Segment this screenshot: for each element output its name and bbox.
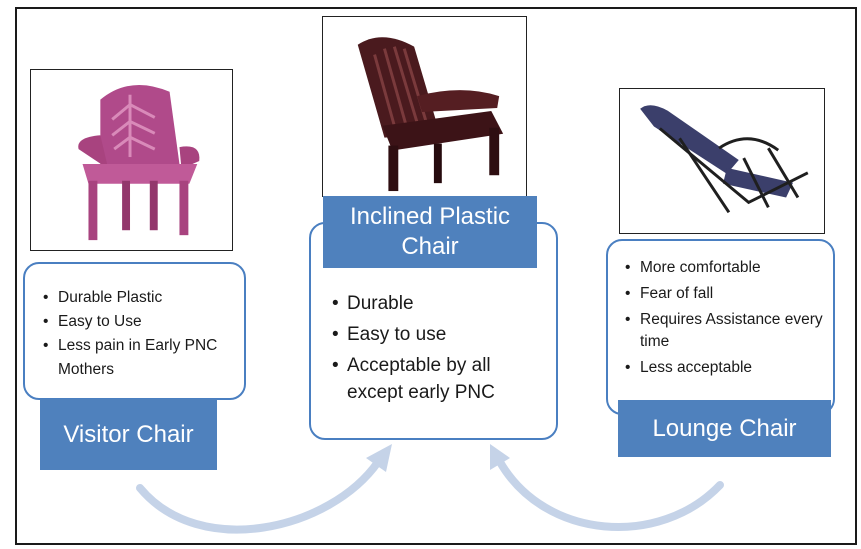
visitor-chair-photo: [30, 69, 233, 251]
bullet-item: More comfortable: [625, 257, 830, 279]
folding-lounge-chair-icon: [640, 105, 809, 214]
bullet-item: Less pain in Early PNC Mothers: [43, 334, 238, 382]
lounge-chair-card: More comfortable Fear of fall Requires A…: [606, 239, 835, 415]
bullet-item: Easy to Use: [43, 310, 238, 334]
bullet-item: Easy to use: [332, 321, 532, 348]
inclined-chair-photo: [322, 16, 527, 197]
bullet-item: Less acceptable: [625, 357, 830, 379]
bullet-item: Acceptable by all except early PNC: [332, 352, 532, 406]
inclined-chair-bullets: Durable Easy to use Acceptable by all ex…: [332, 290, 532, 410]
inclined-chair-label: Inclined Plastic Chair: [323, 196, 537, 268]
visitor-chair-bullets: Durable Plastic Easy to Use Less pain in…: [43, 286, 238, 382]
bullet-item: Fear of fall: [625, 283, 830, 305]
bullet-item: Requires Assistance every time: [625, 309, 830, 353]
bullet-item: Durable Plastic: [43, 286, 238, 310]
inclined-chair-card-content: Durable Easy to use Acceptable by all ex…: [309, 222, 558, 440]
lounge-chair-bullets: More comfortable Fear of fall Requires A…: [625, 257, 830, 383]
pink-plastic-chair-icon: [78, 84, 200, 241]
bullet-item: Durable: [332, 290, 532, 317]
lounge-chair-label: Lounge Chair: [618, 400, 831, 457]
lounge-chair-photo: [619, 88, 825, 234]
visitor-chair-label: Visitor Chair: [40, 399, 217, 470]
visitor-chair-card: Durable Plastic Easy to Use Less pain in…: [23, 262, 246, 400]
brown-inclined-plastic-chair-icon: [357, 37, 504, 192]
diagram-frame: [15, 7, 857, 545]
